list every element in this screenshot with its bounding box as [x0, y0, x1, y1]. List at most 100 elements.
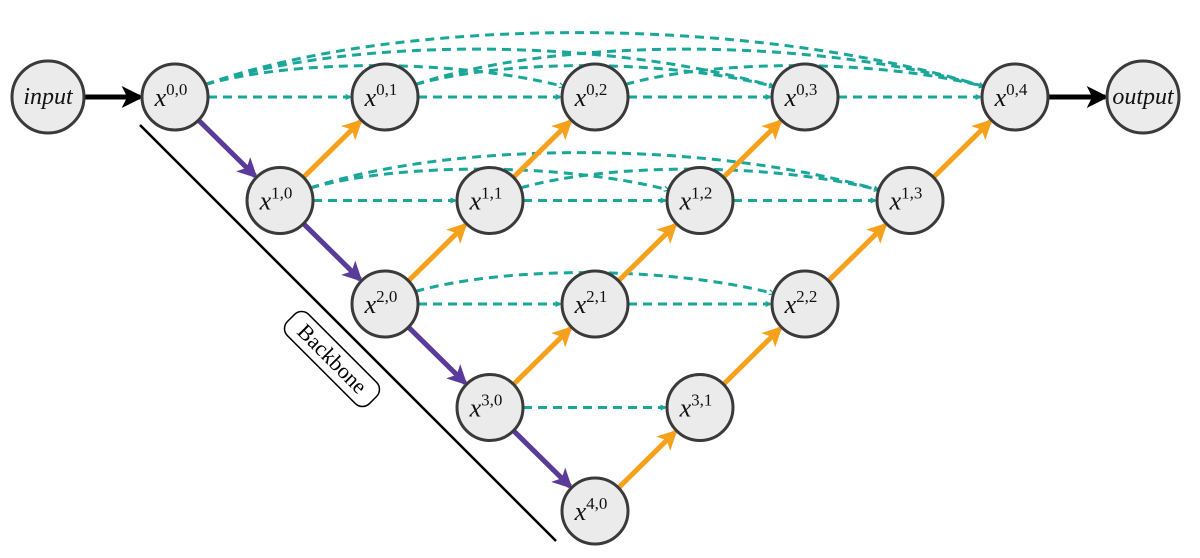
node-superscript: 0,4 [1006, 80, 1028, 99]
node-label: x0,0 [154, 80, 188, 112]
node-label: x2,2 [784, 287, 818, 319]
node-base: x [679, 187, 692, 216]
node-label: x0,1 [364, 80, 398, 112]
upsample-arrow-x31-x22 [721, 326, 783, 387]
node-circle [980, 62, 1050, 132]
input-node: input [10, 59, 86, 135]
backbone-label-box [283, 310, 381, 408]
backbone-line [139, 124, 557, 542]
node-x22: x2,2 [770, 269, 840, 339]
backbone-label: Backbone [292, 319, 372, 399]
node-superscript: 1,2 [691, 184, 712, 203]
node-superscript: 2,2 [796, 287, 817, 306]
node-circle [560, 62, 630, 132]
input-node-circle [10, 59, 86, 135]
node-x12: x1,2 [665, 166, 735, 235]
downsample-arrow-x10-x20 [301, 221, 363, 282]
node-base: x [574, 497, 587, 526]
node-label: x2,1 [574, 287, 608, 319]
node-base: x [469, 394, 482, 423]
node-x31: x3,1 [665, 373, 735, 442]
node-circle [560, 476, 630, 546]
upsample-arrow-x22-x13 [826, 222, 888, 283]
node-superscript: 0,2 [586, 80, 607, 99]
node-superscript: 0,1 [376, 80, 397, 99]
node-superscript: 1,0 [271, 184, 292, 203]
node-x00: x0,0 [140, 62, 210, 132]
node-x11: x1,1 [455, 166, 525, 235]
node-base: x [994, 83, 1007, 112]
downsample-edges [196, 118, 573, 489]
node-superscript: 1,3 [901, 184, 922, 203]
upsample-arrow-x13-x04 [931, 119, 993, 180]
downsample-arrow-x30-x40 [511, 428, 573, 489]
node-superscript: 0,0 [166, 80, 187, 99]
node-base: x [784, 83, 797, 112]
node-label: x3,1 [679, 391, 713, 423]
node-circle [350, 269, 420, 339]
input-node-label: input [23, 84, 74, 110]
node-x21: x2,1 [560, 269, 630, 339]
node-superscript: 3,0 [481, 391, 502, 410]
node-circle [665, 373, 735, 442]
output-node-circle [1105, 59, 1181, 135]
node-label: x0,2 [574, 80, 608, 112]
output-node-label: output [1112, 84, 1175, 110]
node-base: x [469, 187, 482, 216]
upsample-arrow-x21-x12 [616, 222, 678, 283]
node-label: x1,2 [679, 184, 713, 216]
node-superscript: 2,0 [376, 287, 397, 306]
node-label: x0,3 [784, 80, 818, 112]
upsample-arrow-x40-x31 [616, 429, 678, 490]
node-x30: x3,0 [455, 373, 525, 442]
node-superscript: 4,0 [586, 494, 607, 513]
node-base: x [364, 83, 377, 112]
node-superscript: 1,1 [481, 184, 502, 203]
upsample-arrow-x20-x11 [406, 222, 468, 283]
node-circle [245, 166, 315, 235]
node-x01: x0,1 [350, 62, 420, 132]
output-node: output [1105, 59, 1181, 135]
skip-connection-x10-x13 [309, 151, 881, 192]
node-x10: x1,0 [245, 166, 315, 235]
node-base: x [574, 83, 587, 112]
node-base: x [889, 187, 902, 216]
node-x40: x4,0 [560, 476, 630, 546]
node-label: x1,1 [469, 184, 503, 216]
node-x04: x0,4 [980, 62, 1050, 132]
node-circle [455, 166, 525, 235]
skip-connection-x01-x04 [414, 47, 986, 89]
node-label: x1,0 [259, 184, 293, 216]
node-superscript: 3,1 [691, 391, 712, 410]
upsample-arrow-x30-x21 [511, 326, 573, 387]
node-circle [455, 373, 525, 442]
upsample-arrow-x10-x01 [301, 119, 363, 180]
node-base: x [784, 290, 797, 319]
node-circle [140, 62, 210, 132]
node-label: x3,0 [469, 391, 503, 423]
node-base: x [154, 83, 167, 112]
node-base: x [574, 290, 587, 319]
node-x13: x1,3 [875, 166, 945, 235]
downsample-arrow-x00-x10 [196, 118, 258, 179]
node-base: x [364, 290, 377, 319]
node-circle [770, 62, 840, 132]
node-x02: x0,2 [560, 62, 630, 132]
upsample-arrow-x12-x03 [721, 119, 783, 180]
node-base: x [259, 187, 272, 216]
node-base: x [679, 394, 692, 423]
node-x20: x2,0 [350, 269, 420, 339]
node-circle [770, 269, 840, 339]
skip-connection-x00-x04 [204, 31, 986, 89]
node-label: x2,0 [364, 287, 398, 319]
node-label: x1,3 [889, 184, 923, 216]
node-superscript: 0,3 [796, 80, 817, 99]
node-circle [665, 166, 735, 235]
node-superscript: 2,1 [586, 287, 607, 306]
node-circle [350, 62, 420, 132]
node-circle [560, 269, 630, 339]
node-x03: x0,3 [770, 62, 840, 132]
upsample-arrow-x11-x02 [511, 119, 573, 180]
